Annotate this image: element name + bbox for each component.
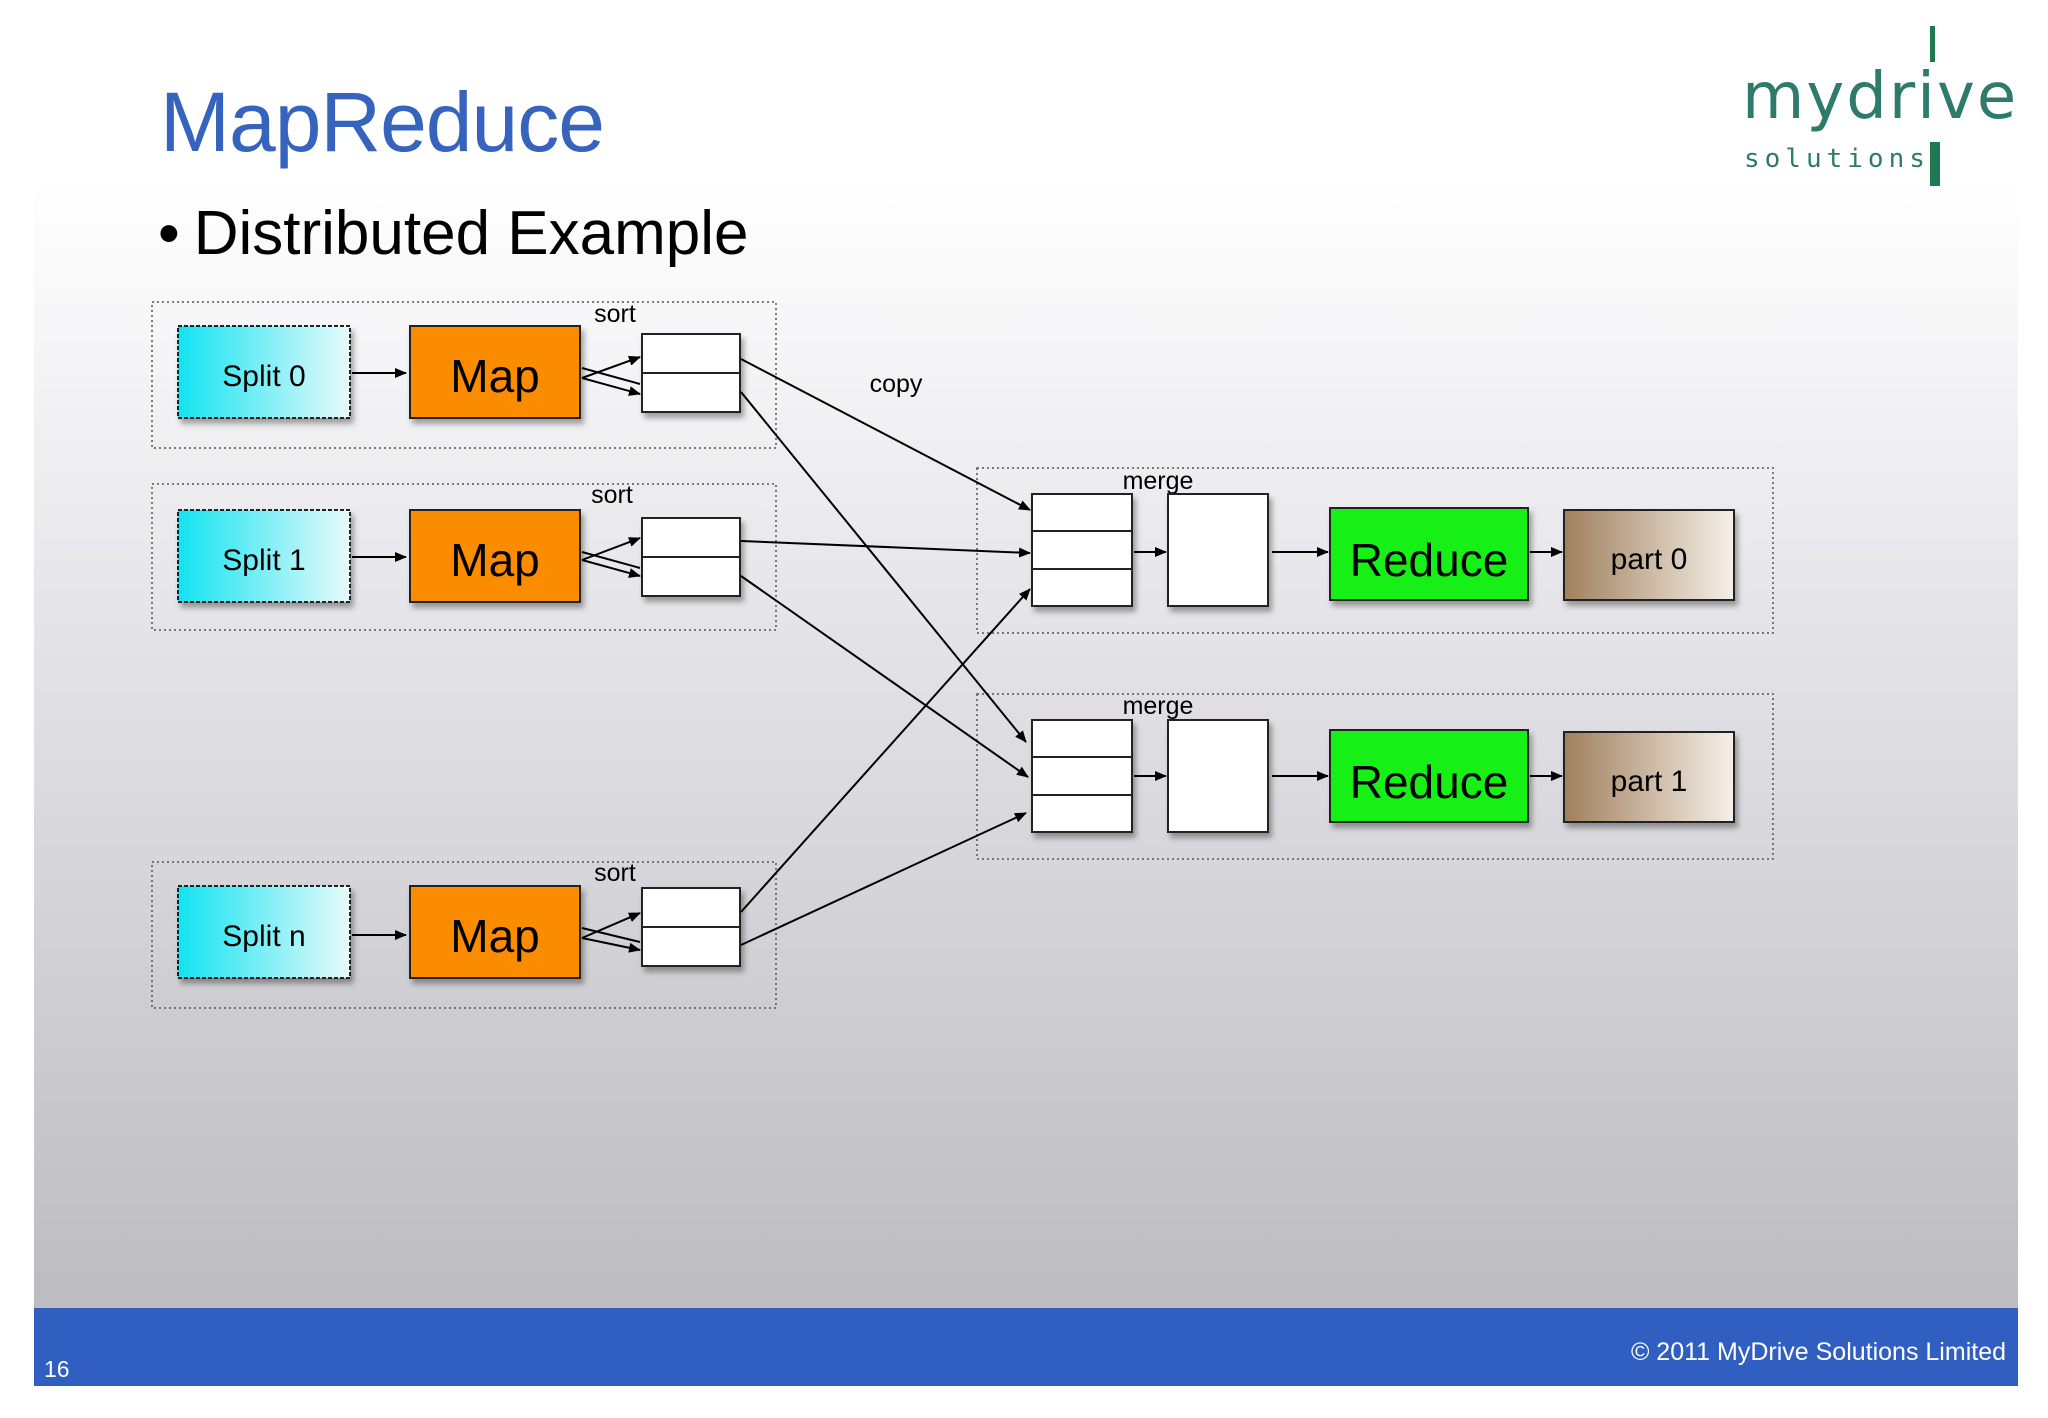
part-box-0 bbox=[1563, 509, 1735, 601]
map-box-1 bbox=[409, 509, 581, 603]
merged-output-box-1 bbox=[1167, 719, 1269, 833]
split-box-1 bbox=[177, 509, 351, 603]
map-to-buffer-arrow-nb bbox=[581, 937, 641, 953]
slide: MapReduce •Distributed Example mydrive s… bbox=[34, 0, 2018, 1386]
split-box-n bbox=[177, 885, 351, 979]
map-to-buffer-arrow-0b bbox=[581, 377, 641, 396]
sort-label-0: sort bbox=[594, 300, 636, 328]
map-to-buffer-arrow-1a bbox=[581, 537, 641, 561]
merge-stack-0 bbox=[1031, 493, 1133, 607]
logo-bar-bottom bbox=[1930, 142, 1940, 186]
sort-label-1: sort bbox=[591, 481, 633, 509]
footer-bar: 16 © 2011 MyDrive Solutions Limited bbox=[34, 1308, 2018, 1386]
reduce-box-1 bbox=[1329, 729, 1529, 823]
sort-buffer-n bbox=[641, 887, 741, 967]
map-to-buffer-arrow-0c bbox=[581, 367, 641, 385]
logo-tagline: solutions bbox=[1744, 144, 1930, 174]
part-label-0: part 0 bbox=[1611, 543, 1688, 576]
copyright-notice: © 2011 MyDrive Solutions Limited bbox=[1630, 1338, 2006, 1366]
copy-label: copy bbox=[870, 370, 923, 398]
copy-arrow-split0-to-reduce0 bbox=[740, 358, 1031, 511]
merge-label-0: merge bbox=[1123, 467, 1194, 495]
sort-buffer-0 bbox=[641, 333, 741, 413]
bullet-text: Distributed Example bbox=[193, 199, 749, 268]
copy-arrow-split0-to-reduce1 bbox=[740, 391, 1027, 743]
split-label-1: Split 1 bbox=[222, 544, 305, 577]
copy-arrow-splitn-to-reduce1 bbox=[740, 812, 1027, 946]
merged-output-box-0 bbox=[1167, 493, 1269, 607]
reduce-label-0: Reduce bbox=[1350, 534, 1509, 586]
map-group-n bbox=[151, 861, 777, 1009]
company-logo: mydrive solutions bbox=[1742, 22, 2016, 194]
map-to-buffer-arrow-1b bbox=[581, 559, 641, 578]
sort-buffer-1 bbox=[641, 517, 741, 597]
map-to-buffer-arrow-0a bbox=[581, 356, 641, 379]
copy-arrow-splitn-to-reduce0 bbox=[740, 588, 1031, 913]
split-label-0: Split 0 bbox=[222, 360, 305, 393]
map-label-n: Map bbox=[450, 910, 539, 962]
bullet-item: •Distributed Example bbox=[158, 199, 749, 268]
split-label-n: Split n bbox=[222, 920, 305, 953]
merge-label-1: merge bbox=[1123, 692, 1194, 720]
map-to-buffer-arrow-nc bbox=[581, 927, 641, 943]
part-box-1 bbox=[1563, 731, 1735, 823]
map-group-0 bbox=[151, 301, 777, 449]
logo-word: mydrive bbox=[1742, 60, 2018, 134]
map-to-buffer-arrow-1c bbox=[581, 551, 641, 569]
map-label-1: Map bbox=[450, 534, 539, 586]
map-to-buffer-arrow-na bbox=[581, 912, 641, 939]
map-label-0: Map bbox=[450, 350, 539, 402]
reduce-label-1: Reduce bbox=[1350, 756, 1509, 808]
map-box-n bbox=[409, 885, 581, 979]
copy-arrow-split1-to-reduce0 bbox=[740, 540, 1031, 558]
slide-title: MapReduce bbox=[160, 75, 605, 169]
part-label-1: part 1 bbox=[1611, 765, 1688, 798]
page-number: 16 bbox=[44, 1356, 70, 1382]
reduce-box-0 bbox=[1329, 507, 1529, 601]
map-box-0 bbox=[409, 325, 581, 419]
sort-label-n: sort bbox=[594, 859, 636, 887]
copy-arrow-split1-to-reduce1 bbox=[740, 575, 1029, 778]
split-box-0 bbox=[177, 325, 351, 419]
logo-bar-top bbox=[1930, 26, 1935, 62]
map-group-1 bbox=[151, 483, 777, 631]
merge-stack-1 bbox=[1031, 719, 1133, 833]
